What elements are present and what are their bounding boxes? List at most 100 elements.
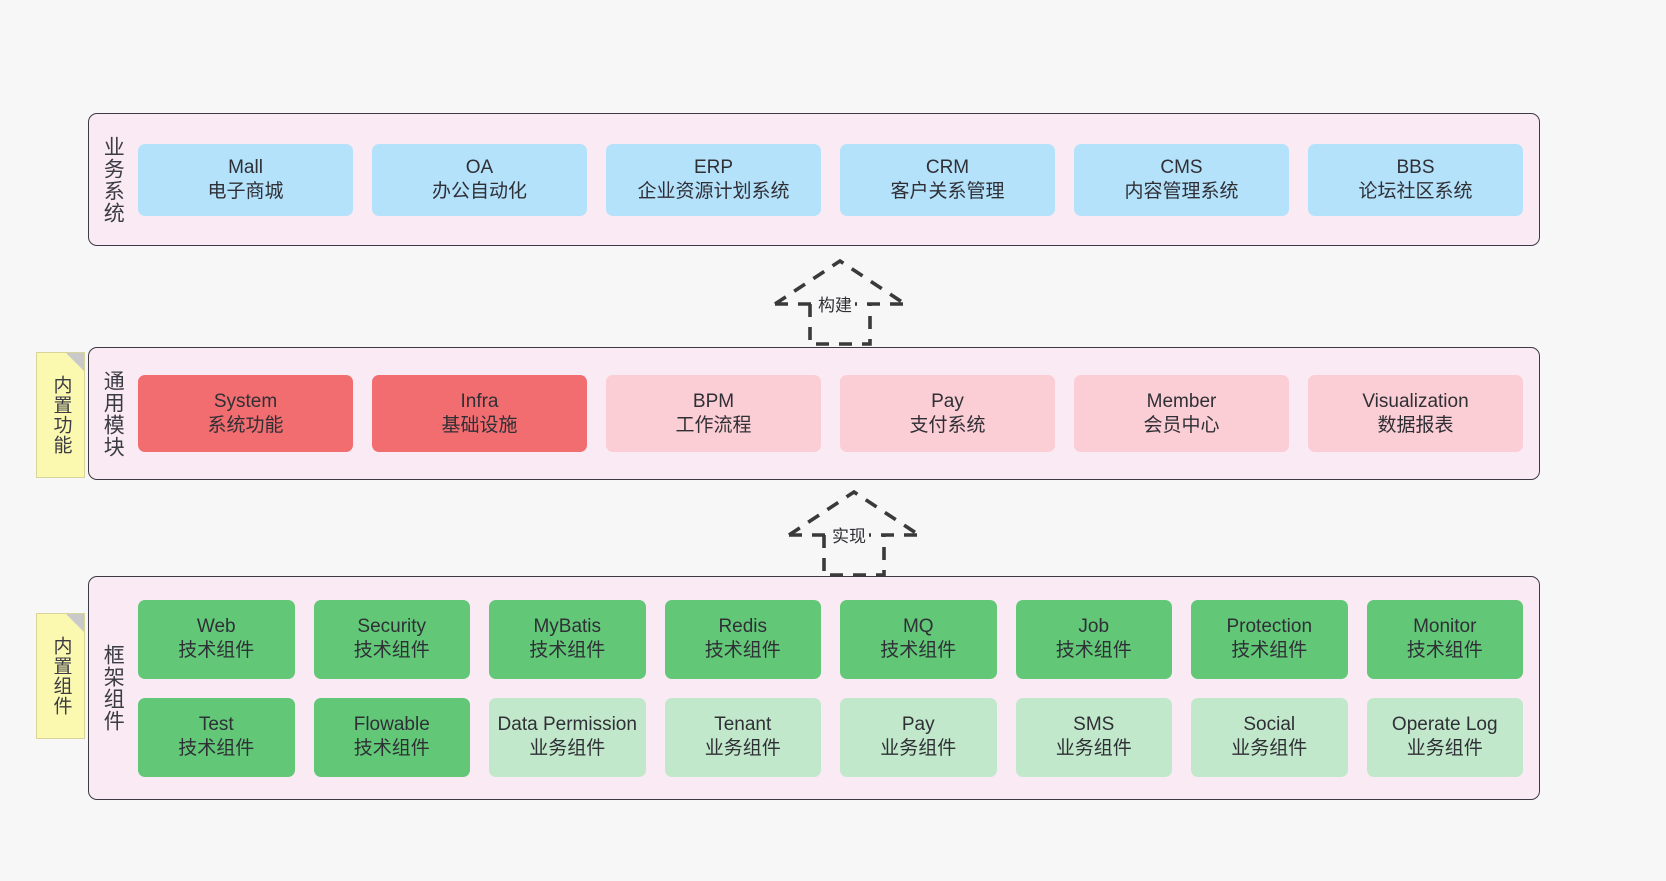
node-label-en: Monitor — [1413, 616, 1477, 638]
node-label-en: Visualization — [1362, 390, 1469, 412]
node-label-cn: 业务组件 — [1406, 738, 1483, 759]
node-label-cn: 技术组件 — [353, 738, 430, 759]
note-label: 内置功能 — [50, 375, 72, 455]
node-security[interactable]: Security 技术组件 — [313, 599, 470, 679]
node-label-cn: 业务组件 — [1231, 738, 1308, 759]
node-label-en: Member — [1146, 390, 1217, 412]
node-label-en: Pay — [931, 390, 964, 412]
node-label-cn: 业务组件 — [704, 738, 781, 759]
node-label-en: Protection — [1226, 616, 1313, 638]
node-label-cn: 基础设施 — [441, 414, 518, 436]
node-label-en: ERP — [693, 156, 734, 178]
note-builtin-components: 内置组件 — [36, 613, 85, 739]
node-monitor[interactable]: Monitor 技术组件 — [1366, 599, 1523, 679]
connector-build: 构建 — [755, 256, 925, 346]
node-test[interactable]: Test 技术组件 — [138, 697, 295, 777]
layer-title-modules: 通用模块 — [101, 369, 125, 458]
node-label-cn: 技术组件 — [178, 738, 255, 759]
node-label-cn: 工作流程 — [675, 414, 752, 436]
note-label: 内置组件 — [50, 636, 72, 716]
node-label-cn: 业务组件 — [529, 738, 606, 759]
node-label-en: Flowable — [353, 714, 430, 736]
node-label-cn: 会员中心 — [1143, 414, 1220, 436]
node-label-cn: 支付系统 — [909, 414, 986, 436]
node-flowable[interactable]: Flowable 技术组件 — [313, 697, 470, 777]
node-mall[interactable]: Mall 电子商城 — [138, 143, 353, 216]
node-job[interactable]: Job 技术组件 — [1015, 599, 1172, 679]
node-label-cn: 技术组件 — [1055, 640, 1132, 661]
arrow-shaft — [822, 535, 886, 577]
node-label-cn: 办公自动化 — [431, 180, 527, 202]
node-web[interactable]: Web 技术组件 — [138, 599, 295, 679]
node-mybatis[interactable]: MyBatis 技术组件 — [489, 599, 646, 679]
node-visualization[interactable]: Visualization 数据报表 — [1308, 375, 1523, 452]
arrowhead-triangle — [774, 258, 906, 306]
connector-implement: 实现 — [769, 487, 939, 577]
layer-title-framework: 框架组件 — [101, 644, 125, 732]
node-label-cn: 技术组件 — [353, 640, 430, 661]
node-tenant[interactable]: Tenant 业务组件 — [664, 697, 821, 777]
node-redis[interactable]: Redis 技术组件 — [664, 599, 821, 679]
node-label-en: Redis — [718, 616, 768, 638]
node-label-cn: 技术组件 — [529, 640, 606, 661]
node-label-en: Job — [1078, 616, 1110, 638]
layer-row: System 系统功能 Infra 基础设施 BPM 工作流程 Pay 支付系统… — [138, 375, 1523, 452]
node-oa[interactable]: OA 办公自动化 — [372, 143, 587, 216]
node-label-en: Operate Log — [1391, 714, 1498, 736]
arrow-shaft — [808, 304, 872, 346]
node-pay[interactable]: Pay 支付系统 — [840, 375, 1055, 452]
node-bbs[interactable]: BBS 论坛社区系统 — [1308, 143, 1523, 216]
node-member[interactable]: Member 会员中心 — [1074, 375, 1289, 452]
node-label-cn: 技术组件 — [704, 640, 781, 661]
node-label-en: Infra — [460, 390, 499, 412]
node-label-en: Data Permission — [497, 714, 637, 736]
node-label-cn: 业务组件 — [1055, 738, 1132, 759]
connector-implement-label: 实现 — [829, 522, 869, 547]
layer-business-system: 业务系统 Mall 电子商城 OA 办公自动化 ERP 企业资源计划系统 CRM… — [88, 113, 1540, 246]
node-label-cn: 内容管理系统 — [1124, 180, 1239, 202]
node-data-permission[interactable]: Data Permission 业务组件 — [489, 697, 646, 777]
node-label-en: MQ — [902, 616, 934, 638]
layer-body-business: Mall 电子商城 OA 办公自动化 ERP 企业资源计划系统 CRM 客户关系… — [135, 114, 1539, 245]
layer-row: Mall 电子商城 OA 办公自动化 ERP 企业资源计划系统 CRM 客户关系… — [138, 143, 1523, 216]
node-pay-business[interactable]: Pay 业务组件 — [840, 697, 997, 777]
connector-implement-shape — [788, 489, 920, 577]
node-label-en: System — [213, 390, 278, 412]
node-label-en: CMS — [1160, 156, 1203, 178]
node-bpm[interactable]: BPM 工作流程 — [606, 375, 821, 452]
connector-build-shape — [774, 258, 906, 346]
node-label-en: Security — [357, 616, 427, 638]
layer-framework-components: 框架组件 Web 技术组件 Security 技术组件 MyBatis 技术组件… — [88, 576, 1540, 800]
node-label-cn: 技术组件 — [178, 640, 255, 661]
node-label-en: Tenant — [714, 714, 772, 736]
connector-build-label: 构建 — [815, 291, 855, 316]
layer-title-business: 业务系统 — [101, 135, 125, 224]
node-infra[interactable]: Infra 基础设施 — [372, 375, 587, 452]
node-label-cn: 论坛社区系统 — [1358, 180, 1473, 202]
node-sms[interactable]: SMS 业务组件 — [1015, 697, 1172, 777]
node-label-cn: 技术组件 — [1231, 640, 1308, 661]
node-label-en: Social — [1243, 714, 1296, 736]
layer-row: Test 技术组件 Flowable 技术组件 Data Permission … — [138, 697, 1523, 777]
node-social[interactable]: Social 业务组件 — [1191, 697, 1348, 777]
node-operate-log[interactable]: Operate Log 业务组件 — [1366, 697, 1523, 777]
node-crm[interactable]: CRM 客户关系管理 — [840, 143, 1055, 216]
node-label-en: SMS — [1073, 714, 1115, 736]
layer-body-framework: Web 技术组件 Security 技术组件 MyBatis 技术组件 Redi… — [135, 577, 1539, 799]
node-label-cn: 客户关系管理 — [890, 180, 1005, 202]
node-cms[interactable]: CMS 内容管理系统 — [1074, 143, 1289, 216]
node-label-cn: 数据报表 — [1377, 414, 1454, 436]
node-protection[interactable]: Protection 技术组件 — [1191, 599, 1348, 679]
node-label-en: MyBatis — [533, 616, 602, 638]
node-label-cn: 企业资源计划系统 — [637, 180, 790, 202]
node-label-en: OA — [465, 156, 494, 178]
note-builtin-functions: 内置功能 — [36, 352, 85, 478]
node-mq[interactable]: MQ 技术组件 — [840, 599, 997, 679]
node-system[interactable]: System 系统功能 — [138, 375, 353, 452]
layer-row: Web 技术组件 Security 技术组件 MyBatis 技术组件 Redi… — [138, 599, 1523, 679]
node-erp[interactable]: ERP 企业资源计划系统 — [606, 143, 821, 216]
node-label-en: Web — [196, 616, 236, 638]
node-label-en: BPM — [692, 390, 735, 412]
node-label-cn: 电子商城 — [207, 180, 284, 202]
